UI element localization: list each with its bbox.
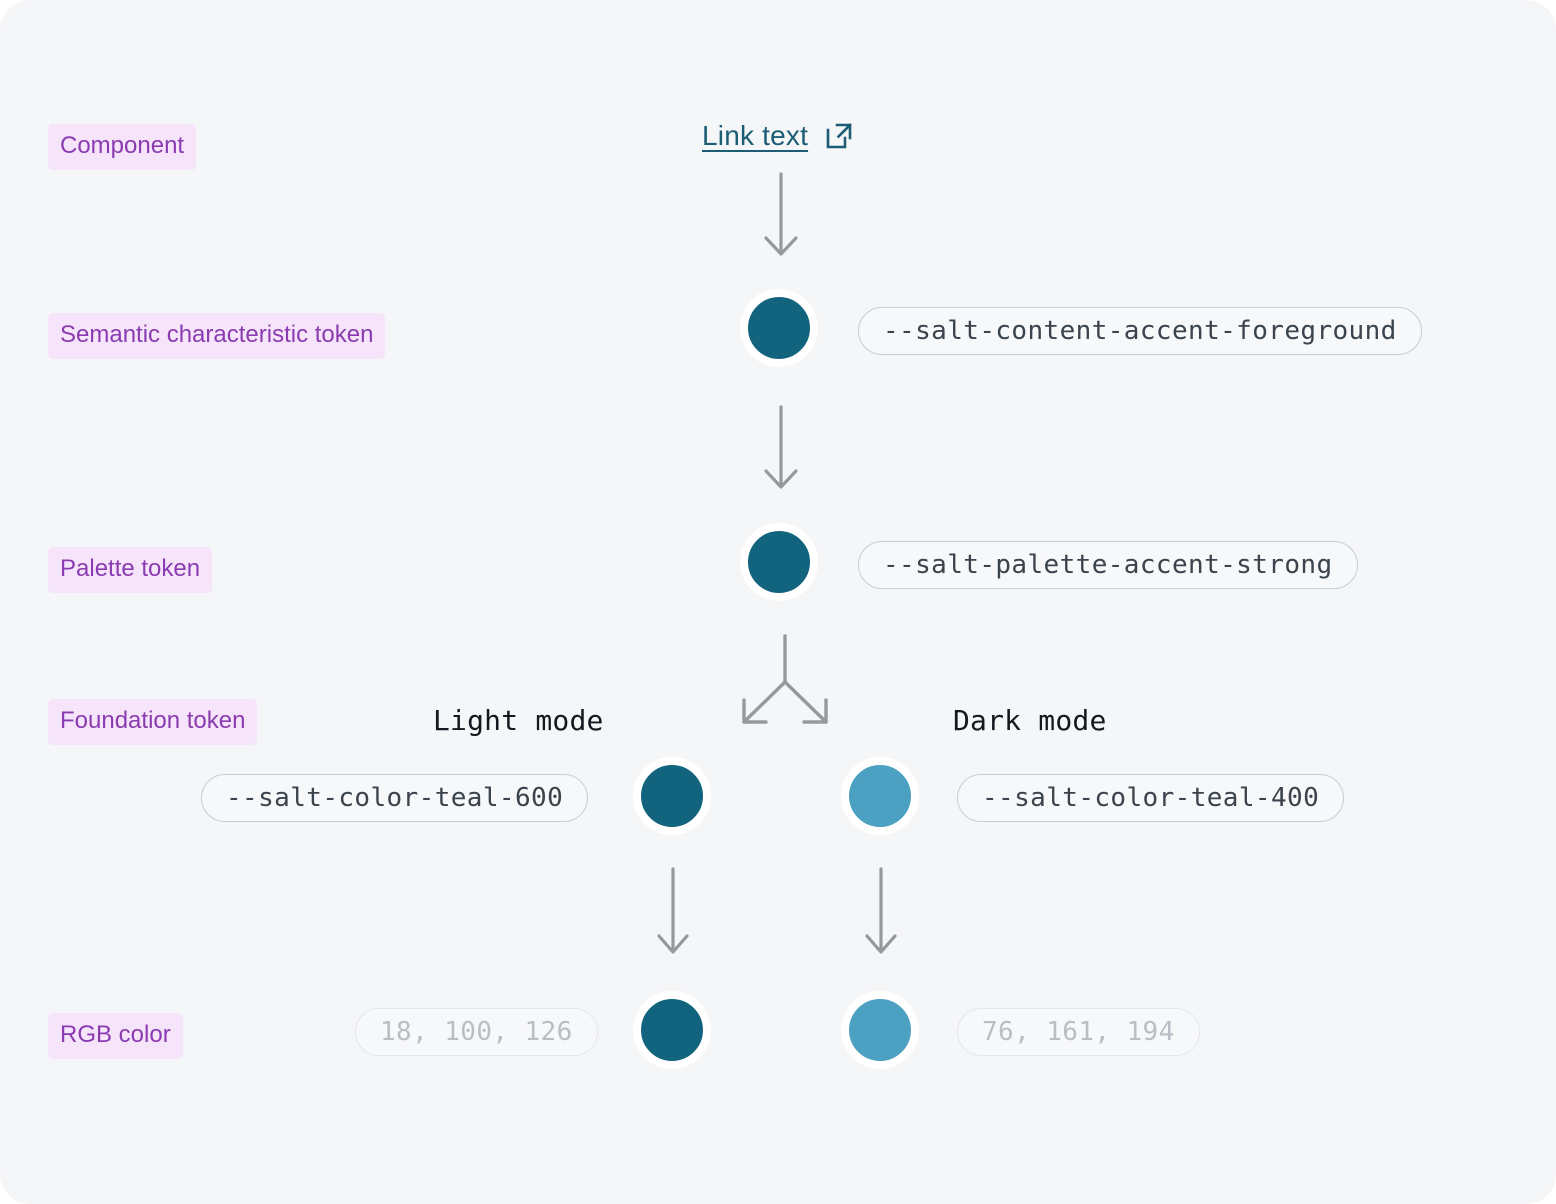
link-text-label[interactable]: Link text bbox=[702, 120, 809, 151]
pill-rgb-value-light[interactable]: 18, 100, 126 bbox=[355, 1008, 598, 1056]
external-link-icon bbox=[824, 121, 854, 151]
pill-foundation-token-light[interactable]: --salt-color-teal-600 bbox=[201, 774, 589, 822]
pill-palette-token[interactable]: --salt-palette-accent-strong bbox=[858, 541, 1358, 589]
category-label-foundation-token: Foundation token bbox=[48, 699, 258, 745]
swatch-semantic-token bbox=[740, 289, 818, 367]
pill-foundation-token-dark[interactable]: --salt-color-teal-400 bbox=[957, 774, 1345, 822]
arrow-dark-foundation-to-rgb bbox=[857, 866, 905, 962]
heading-dark-mode: Dark mode bbox=[953, 704, 1107, 737]
arrow-branch-palette-to-modes bbox=[700, 630, 870, 730]
swatch-rgb-light bbox=[633, 991, 711, 1069]
category-label-component: Component bbox=[48, 124, 197, 170]
category-label-palette-token: Palette token bbox=[48, 547, 213, 593]
pill-semantic-token[interactable]: --salt-content-accent-foreground bbox=[858, 307, 1422, 355]
arrow-semantic-to-palette bbox=[756, 405, 806, 495]
heading-light-mode: Light mode bbox=[433, 704, 604, 737]
arrow-component-to-semantic bbox=[756, 172, 806, 262]
swatch-foundation-dark bbox=[841, 757, 919, 835]
swatch-rgb-dark bbox=[841, 991, 919, 1069]
link-component[interactable]: Link text bbox=[702, 120, 854, 152]
category-label-rgb-color: RGB color bbox=[48, 1013, 183, 1059]
swatch-palette-token bbox=[740, 523, 818, 601]
swatch-foundation-light bbox=[633, 757, 711, 835]
arrow-light-foundation-to-rgb bbox=[649, 866, 697, 962]
pill-rgb-value-dark[interactable]: 76, 161, 194 bbox=[957, 1008, 1200, 1056]
category-label-semantic-characteristic-token: Semantic characteristic token bbox=[48, 313, 386, 359]
